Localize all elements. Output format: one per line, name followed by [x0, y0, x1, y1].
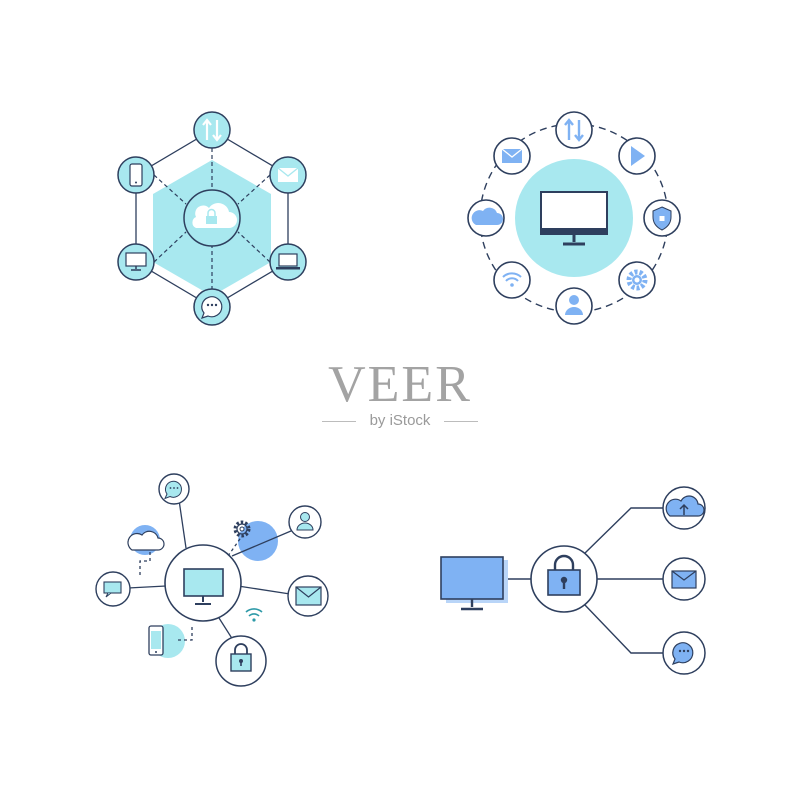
mail-icon — [269, 156, 307, 194]
blob-top-right — [238, 521, 278, 561]
mail-icon — [493, 137, 531, 175]
monitor-icon — [117, 243, 155, 281]
chat-icon — [158, 473, 190, 505]
cloud-upload-icon — [662, 486, 706, 530]
gear-icon — [618, 261, 656, 299]
padlock-icon — [530, 545, 598, 613]
mail-icon — [287, 575, 329, 617]
phone-icon — [117, 156, 155, 194]
shield-icon — [643, 199, 681, 237]
watermark-subtitle: by iStock — [369, 412, 431, 429]
user-icon — [555, 287, 593, 325]
radial-connectors — [127, 499, 299, 641]
message-icon — [95, 571, 131, 607]
tree-connectors — [506, 507, 663, 654]
wifi-icon — [493, 261, 531, 299]
watermark-title: VEER — [328, 356, 472, 413]
watermark-rule-right — [444, 421, 478, 422]
gear-icon — [233, 520, 251, 538]
chat-icon — [193, 288, 231, 326]
cloud-icon — [127, 530, 165, 551]
hexagon-network-diagram — [117, 111, 307, 326]
lock-icon — [215, 635, 267, 687]
radial-network-diagram — [95, 473, 329, 687]
watermark-rule-left — [322, 421, 356, 422]
cloud-icon — [467, 199, 505, 237]
arrows-up-down-icon — [193, 111, 231, 149]
user-icon — [288, 505, 322, 539]
laptop-icon — [269, 243, 307, 281]
phone-icon — [148, 625, 164, 656]
monitor-icon — [515, 159, 633, 277]
chat-icon — [662, 631, 706, 675]
ring-network-diagram — [467, 111, 681, 325]
monitor-icon — [440, 556, 508, 611]
mail-icon — [662, 557, 706, 601]
play-icon — [618, 137, 656, 175]
cloud-lock-icon — [183, 189, 241, 247]
arrows-up-down-icon — [555, 111, 593, 149]
wifi-icon — [245, 608, 263, 622]
hexagon-spokes — [153, 148, 271, 290]
tree-network-diagram — [440, 486, 706, 675]
monitor-icon — [164, 544, 242, 622]
